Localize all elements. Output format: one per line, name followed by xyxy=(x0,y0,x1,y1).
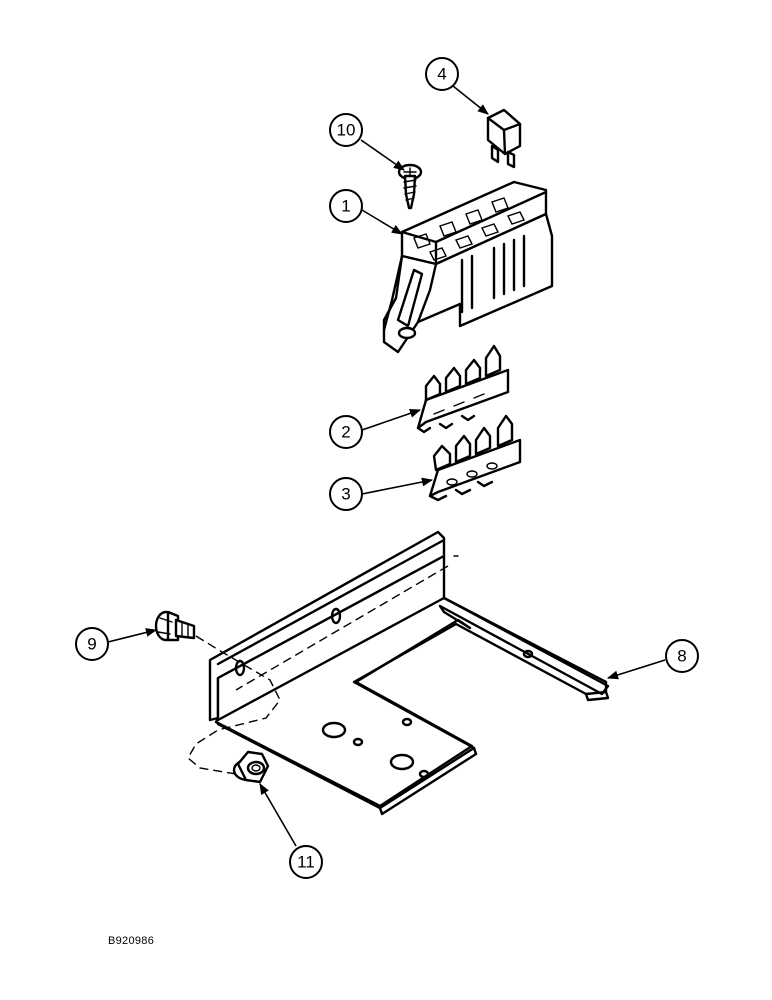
callout-9: 9 xyxy=(75,627,109,661)
callout-label: 9 xyxy=(87,635,96,654)
callout-label: 10 xyxy=(337,121,356,140)
mounting-bracket xyxy=(208,530,610,816)
callout-label: 1 xyxy=(341,197,350,216)
callout-1: 1 xyxy=(329,189,363,223)
tapping-screw xyxy=(397,163,423,210)
blade-fuse xyxy=(486,108,522,169)
figure-reference-code: B920986 xyxy=(108,935,155,947)
callout-10: 10 xyxy=(329,113,363,147)
terminal-strip-lower xyxy=(428,414,522,502)
leader-3 xyxy=(361,477,434,495)
assembly-line-bolt xyxy=(187,635,281,775)
leader-8 xyxy=(606,659,666,680)
callout-label: 8 xyxy=(677,647,686,666)
callout-2: 2 xyxy=(329,415,363,449)
flange-nut xyxy=(232,750,270,784)
leader-10 xyxy=(360,139,405,171)
leader-9 xyxy=(107,628,158,643)
terminal-strip-upper xyxy=(416,344,510,434)
callout-label: 11 xyxy=(297,853,315,872)
callout-label: 2 xyxy=(341,423,350,442)
callout-11: 11 xyxy=(289,845,323,879)
callout-4: 4 xyxy=(425,57,459,91)
fuse-holder-block xyxy=(382,180,554,354)
leader-11 xyxy=(259,783,297,847)
leader-1 xyxy=(361,209,403,235)
flange-bolt xyxy=(154,610,196,642)
callout-label: 3 xyxy=(341,485,350,504)
assembly-line-center xyxy=(235,565,449,691)
callout-3: 3 xyxy=(329,477,363,511)
callout-8: 8 xyxy=(665,639,699,673)
callout-label: 4 xyxy=(437,65,446,84)
leader-2 xyxy=(361,409,422,431)
leader-4 xyxy=(452,85,489,115)
